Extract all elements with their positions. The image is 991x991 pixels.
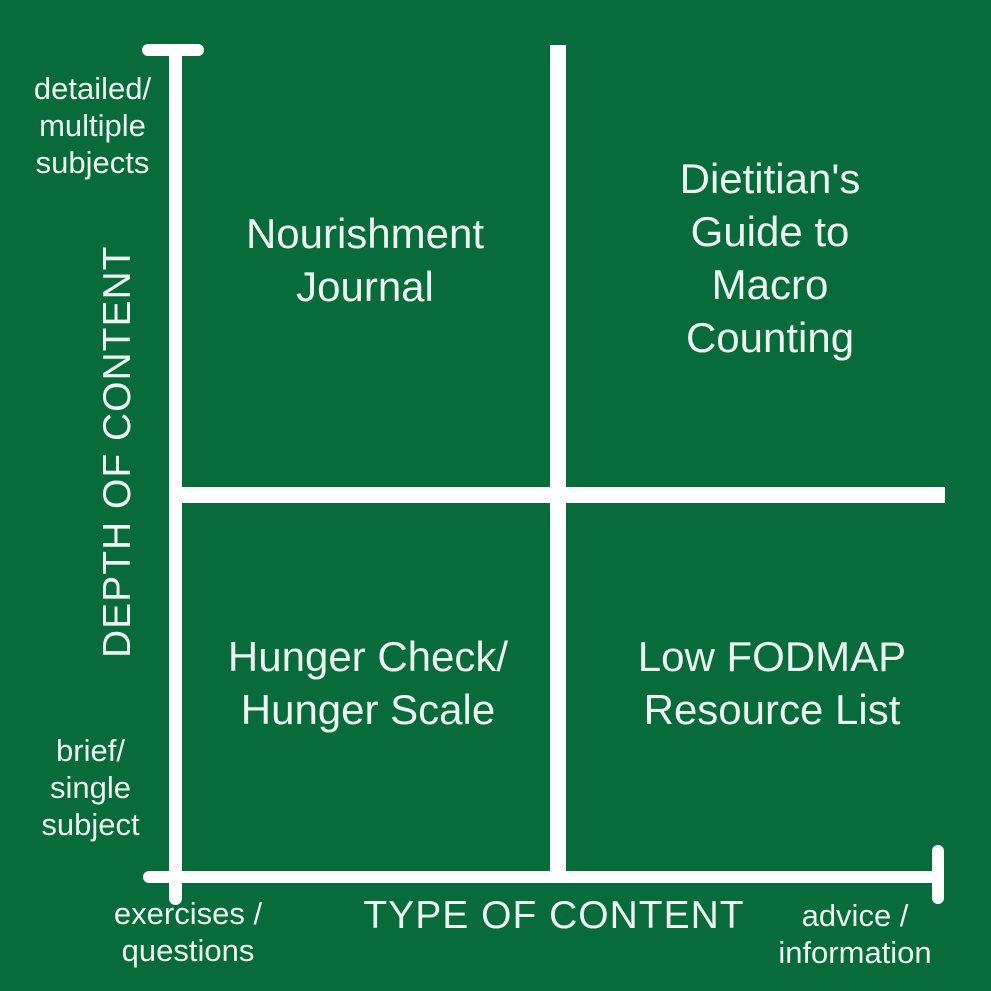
x-axis-title: TYPE OF CONTENT (363, 894, 745, 937)
quadrant-bottom-right-label: Low FODMAP Resource List (582, 630, 962, 736)
x-axis-line (143, 871, 944, 883)
x-axis-min-label-line: exercises / (113, 896, 263, 931)
y-axis-title: DEPTH OF CONTENT (96, 245, 139, 659)
y-axis-max-label-line: detailed/ (33, 71, 152, 106)
x-axis-max-label-line: information (778, 935, 932, 970)
vertical-divider-line (550, 45, 566, 877)
x-axis-right-cap (932, 845, 944, 904)
quadrant-label-line: Journal (296, 263, 434, 310)
horizontal-divider-line (176, 487, 945, 503)
quadrant-label-line: Hunger Scale (240, 686, 496, 733)
y-axis-top-cap (142, 44, 204, 56)
x-axis-max-label-line: advice / (801, 898, 909, 933)
quadrant-label-line: Low FODMAP (637, 633, 907, 680)
quadrant-label-line: Resource List (643, 686, 901, 733)
y-axis-min-label: brief/ single subject (8, 732, 173, 843)
y-axis-min-label-line: single (50, 770, 131, 805)
quadrant-label-line: Macro (711, 261, 829, 308)
quadrant-label-line: Hunger Check/ (227, 633, 509, 680)
y-axis-min-label-line: brief/ (56, 733, 125, 768)
quadrant-label-line: Counting (685, 314, 855, 361)
x-axis-min-label-line: questions (121, 933, 255, 968)
y-axis-max-label-line: subjects (35, 145, 150, 180)
y-axis-min-label-line: subject (41, 807, 140, 842)
quadrant-bottom-left-label: Hunger Check/ Hunger Scale (175, 630, 561, 736)
quadrant-top-left-label: Nourishment Journal (175, 207, 555, 313)
y-axis-max-label-line: multiple (39, 108, 146, 143)
y-axis-max-label: detailed/ multiple subjects (10, 70, 175, 181)
quadrant-top-right-label: Dietitian's Guide to Macro Counting (580, 152, 960, 364)
quadrant-label-line: Guide to (690, 208, 850, 255)
quadrant-label-line: Dietitian's (679, 155, 861, 202)
x-axis-min-label: exercises / questions (103, 895, 273, 969)
y-axis-line (169, 45, 182, 905)
quadrant-label-line: Nourishment (245, 210, 485, 257)
x-axis-max-label: advice / information (765, 897, 945, 971)
